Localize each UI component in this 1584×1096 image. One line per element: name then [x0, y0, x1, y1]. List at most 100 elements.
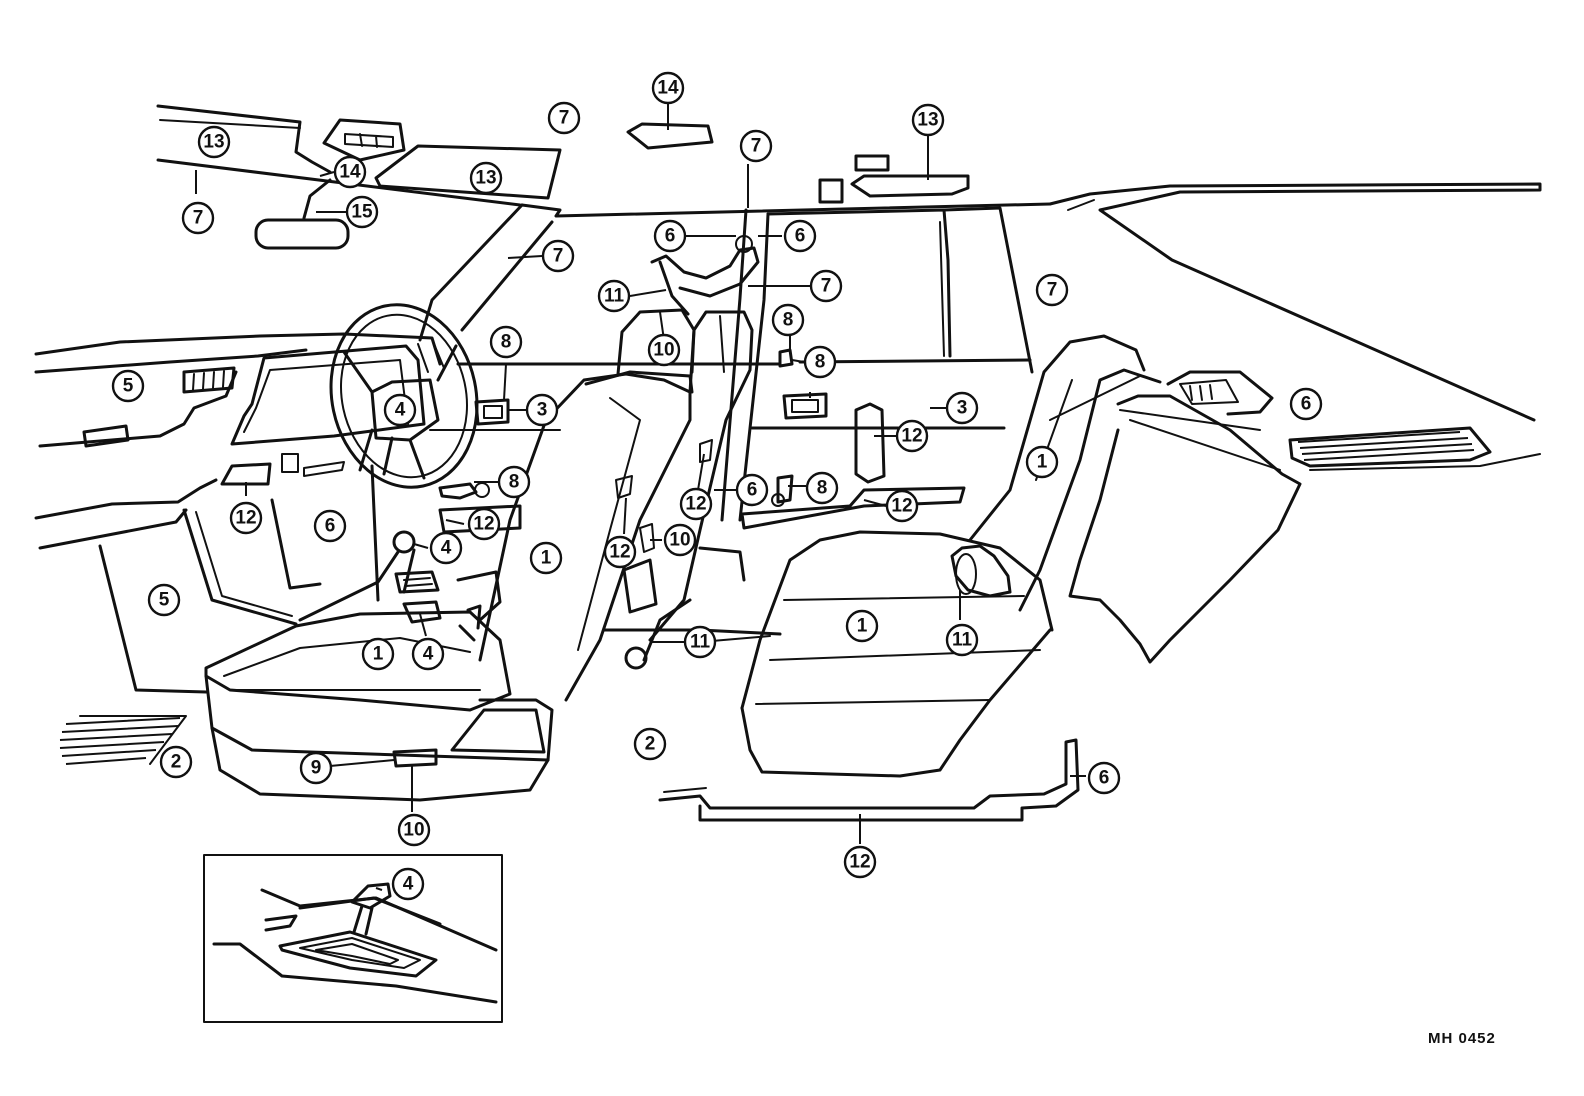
svg-text:5: 5: [159, 590, 170, 611]
svg-text:12: 12: [849, 852, 870, 873]
callout-10-headrest: 10: [647, 333, 681, 367]
svg-text:1: 1: [1037, 452, 1048, 473]
callout-7-a-pillar: 7: [541, 239, 575, 273]
svg-text:12: 12: [685, 494, 706, 515]
svg-text:6: 6: [795, 226, 806, 247]
callout-6-b-pillar-lower: 6: [735, 473, 769, 507]
svg-text:10: 10: [403, 820, 424, 841]
callout-1-front-seat-back: 1: [529, 541, 563, 575]
svg-text:2: 2: [171, 752, 182, 773]
callout-2-floor-center: 2: [633, 727, 667, 761]
svg-text:13: 13: [475, 168, 496, 189]
callout-10-seat-lever: 10: [397, 813, 431, 847]
callout-1-rear-seat-back: 1: [1025, 445, 1059, 479]
svg-text:10: 10: [669, 530, 690, 551]
svg-text:2: 2: [645, 734, 656, 755]
callout-6-kick-panel: 6: [313, 509, 347, 543]
callout-1-front-cushion: 1: [361, 637, 395, 671]
callout-2-floor-mat: 2: [159, 745, 193, 779]
svg-text:12: 12: [891, 496, 912, 517]
callout-3-front-door: 3: [525, 393, 559, 427]
svg-text:13: 13: [917, 110, 938, 131]
svg-text:1: 1: [373, 644, 384, 665]
svg-text:8: 8: [815, 352, 826, 373]
svg-text:7: 7: [553, 246, 564, 267]
drawing-code-label: MH 0452: [1428, 1030, 1496, 1047]
callout-12-b-pillar: 12: [679, 487, 713, 521]
svg-text:11: 11: [604, 286, 625, 307]
svg-text:4: 4: [441, 538, 452, 559]
callout-7-rear-pillar: 7: [1035, 273, 1069, 307]
callout-11-belt-top: 11: [597, 279, 631, 313]
svg-text:4: 4: [395, 400, 406, 421]
callout-12-scuff-plate: 12: [843, 845, 877, 879]
svg-text:7: 7: [751, 136, 762, 157]
callout-leader-lines: [195, 104, 1086, 891]
callout-6-scuff: 6: [1087, 761, 1121, 795]
callout-13-visor-right: 13: [469, 161, 503, 195]
callout-4-wheel: 4: [383, 393, 417, 427]
svg-text:6: 6: [1301, 394, 1312, 415]
callout-8-front-lower: 8: [497, 465, 531, 499]
svg-text:12: 12: [901, 426, 922, 447]
svg-text:7: 7: [1047, 280, 1058, 301]
svg-text:1: 1: [857, 616, 868, 637]
callout-13-visor-left: 13: [197, 125, 231, 159]
callout-8-rear-door-mid: 8: [803, 345, 837, 379]
svg-text:6: 6: [747, 480, 758, 501]
svg-text:1: 1: [541, 548, 552, 569]
svg-text:15: 15: [351, 202, 373, 223]
callout-14-dome: 14: [333, 155, 367, 189]
callout-12-seat-side: 12: [603, 535, 637, 569]
callout-6-belt-left: 6: [653, 219, 687, 253]
svg-text:7: 7: [821, 276, 832, 297]
svg-text:7: 7: [559, 108, 570, 129]
callout-8-rear-lower: 8: [805, 471, 839, 505]
svg-text:11: 11: [690, 632, 711, 653]
callout-3-rear-door: 3: [945, 391, 979, 425]
callout-1-rear-cushion: 1: [845, 609, 879, 643]
callout-7-b-pillar-top: 7: [739, 129, 773, 163]
svg-text:5: 5: [123, 376, 134, 397]
svg-text:8: 8: [501, 332, 512, 353]
callout-10-belt-lower: 10: [663, 523, 697, 557]
callout-11-belt-lower: 11: [683, 625, 717, 659]
svg-text:6: 6: [325, 516, 336, 537]
svg-text:14: 14: [339, 162, 361, 183]
callout-4-console: 4: [411, 637, 445, 671]
callout-6-belt-right: 6: [783, 219, 817, 253]
callout-7-headliner: 7: [181, 201, 215, 235]
svg-text:14: 14: [657, 78, 679, 99]
svg-text:12: 12: [609, 542, 630, 563]
callout-markers: 14 7 13 13 7 14 13 7 15 6 6 7 7 7 11 8 8…: [111, 71, 1323, 901]
svg-text:12: 12: [235, 508, 256, 529]
callout-4-shift-knob: 4: [429, 531, 463, 565]
callout-8-front-door: 8: [489, 325, 523, 359]
callout-12-front-armrest: 12: [467, 507, 501, 541]
svg-text:13: 13: [203, 132, 224, 153]
svg-text:3: 3: [537, 400, 548, 421]
svg-text:4: 4: [423, 644, 434, 665]
callout-12-dash: 12: [229, 501, 263, 535]
svg-text:8: 8: [509, 472, 520, 493]
callout-13-grip: 13: [911, 103, 945, 137]
svg-text:3: 3: [957, 398, 968, 419]
callout-9-seat-track: 9: [299, 751, 333, 785]
callout-5-dash-upper: 5: [111, 369, 145, 403]
callout-4-inset-shifter: 4: [391, 867, 425, 901]
svg-text:8: 8: [817, 478, 828, 499]
callout-8-rear-door-top: 8: [771, 303, 805, 337]
svg-text:6: 6: [665, 226, 676, 247]
svg-text:7: 7: [193, 208, 204, 229]
svg-text:6: 6: [1099, 768, 1110, 789]
svg-text:9: 9: [311, 758, 322, 779]
callout-14-overhead-lamp: 14: [651, 71, 685, 105]
callout-5-dash-lower: 5: [147, 583, 181, 617]
car-interior-line-art: [34, 104, 1542, 1023]
svg-text:10: 10: [653, 340, 674, 361]
callout-11-buckle: 11: [945, 623, 979, 657]
svg-text:4: 4: [403, 874, 414, 895]
callout-6-rear-shelf: 6: [1289, 387, 1323, 421]
svg-text:8: 8: [783, 310, 794, 331]
